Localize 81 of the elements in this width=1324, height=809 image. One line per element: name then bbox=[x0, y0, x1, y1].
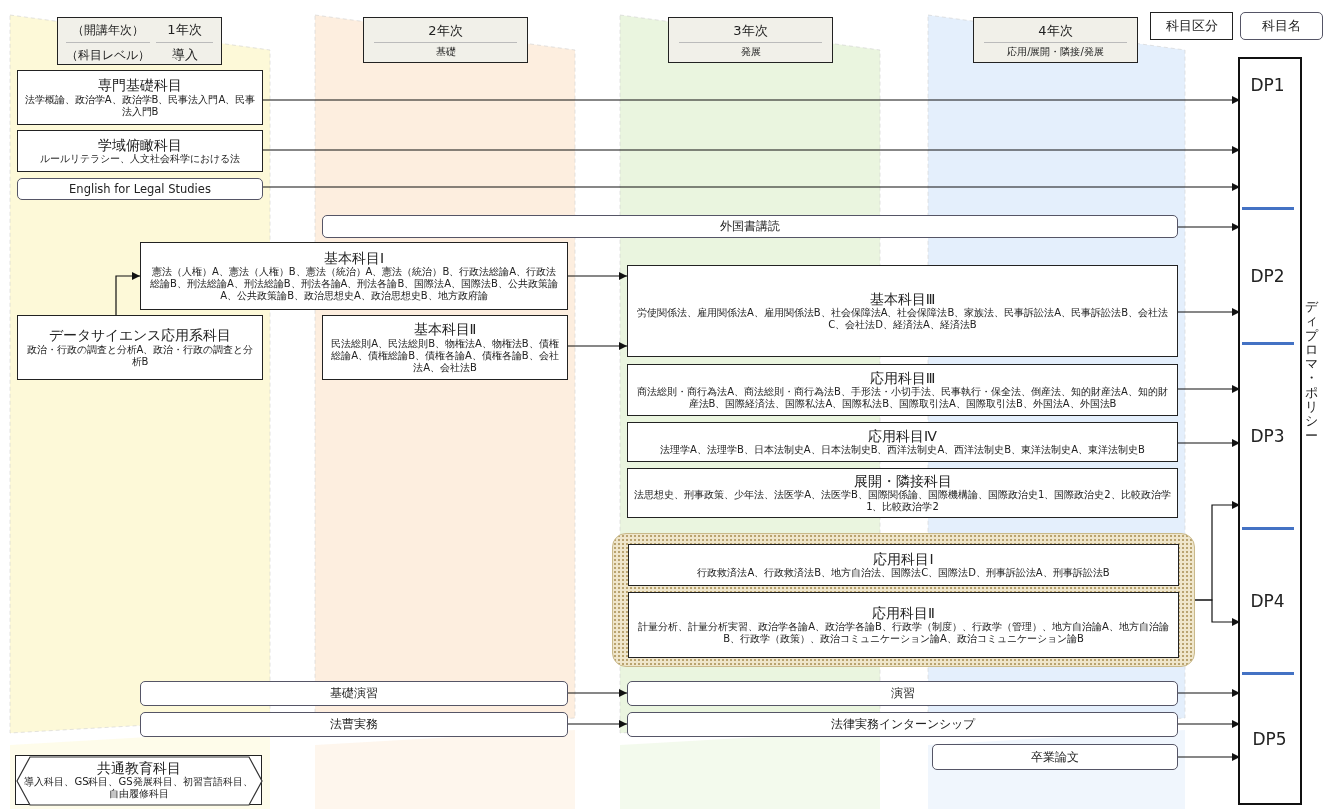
heading-box bbox=[1150, 12, 1233, 40]
year-text: 4年次 bbox=[983, 19, 1128, 43]
course-box bbox=[627, 422, 1178, 462]
course-name: English for Legal Studies bbox=[69, 182, 211, 196]
policy-label: DP3 bbox=[1250, 425, 1285, 446]
course-box bbox=[322, 215, 1178, 238]
course-list: 労使関係法、雇用関係法A、雇用関係法B、社会保障法A、社会保障法B、家族法、民事訴訟法A、民事訴訟法B、会社法C、会社法D、経済法A、経済法B bbox=[628, 307, 1177, 332]
year-header bbox=[363, 17, 528, 63]
course-list: 憲法（人権）A、憲法（人権）B、憲法（統治）A、憲法（統治）B、行政法総論A、行政法総論B、刑法総論A、刑法総論B、刑法各論A、刑法各論B、国際法A、国際法B、公共政策論A、公共政策論B、政治思想史A、政治思想史B、地方政府論 bbox=[141, 266, 567, 303]
category-title: 共通教育科目 bbox=[96, 759, 181, 777]
course-name: 法律実務インターンシップ bbox=[830, 717, 975, 732]
category-title: 応用科目Ⅳ bbox=[868, 427, 937, 445]
course-hexagon bbox=[15, 755, 262, 805]
course-box bbox=[17, 315, 263, 380]
course-name: 卒業論文 bbox=[1031, 749, 1079, 765]
year-level-text: 導入 bbox=[170, 46, 199, 64]
level-text: 基礎 bbox=[434, 44, 457, 59]
course-box bbox=[628, 544, 1179, 586]
course-name: 外国書講読 bbox=[720, 219, 780, 234]
policy-label: DP1 bbox=[1250, 74, 1285, 95]
year-text: 2年次 bbox=[373, 19, 518, 43]
category-title: 展開・隣接科目 bbox=[853, 472, 952, 490]
category-title: 基本科目Ⅲ bbox=[869, 290, 936, 307]
course-group-panel bbox=[612, 533, 1195, 667]
category-title: 学域俯瞰科目 bbox=[98, 136, 182, 153]
course-list: 民法総則A、民法総則B、物権法A、物権法B、債権総論A、債権総論B、債権各論A、債権各論B、会社法A、会社法B bbox=[323, 337, 567, 374]
course-box bbox=[140, 681, 568, 706]
course-box bbox=[140, 712, 568, 737]
course-name: 基礎演習 bbox=[330, 686, 378, 701]
course-list: 法理学A、法理学B、日本法制史A、日本法制史B、西洋法制史A、西洋法制史B、東洋法制史A、東洋法制史B bbox=[654, 444, 1151, 457]
year-level-text: 1年次 bbox=[156, 18, 213, 43]
course-box bbox=[140, 242, 568, 310]
course-box bbox=[17, 70, 263, 125]
policy-label: DP2 bbox=[1250, 265, 1285, 286]
course-box bbox=[17, 130, 263, 172]
year-header bbox=[668, 17, 833, 63]
course-box bbox=[627, 265, 1178, 357]
category-title: 応用科目Ⅲ bbox=[869, 369, 936, 386]
arrow bbox=[567, 720, 628, 728]
course-list: 計量分析、計量分析実習、政治学各論A、政治学各論B、行政学（制度）、行政学（管理）、地方自治論A、地方自治論B、行政学（政策）、政治コミュニケーション論A、政治コミュニケーション論B bbox=[629, 621, 1178, 646]
heading-box bbox=[1240, 12, 1323, 40]
policy-label: DP4 bbox=[1250, 590, 1285, 611]
course-list: ルールリテラシー、人文社会科学における法 bbox=[34, 153, 246, 166]
level-text: 発展 bbox=[739, 44, 762, 59]
course-box bbox=[628, 592, 1179, 658]
heading-text: 科目区分 bbox=[1165, 18, 1218, 34]
category-title: 応用科目Ⅱ bbox=[872, 604, 935, 622]
course-name: 法曹実務 bbox=[330, 717, 378, 732]
heading-text: 科目名 bbox=[1262, 18, 1301, 34]
course-box bbox=[627, 712, 1178, 737]
course-list: 行政救済法A、行政救済法B、地方自治法、国際法C、国際法D、刑事訴訟法A、刑事訴訟法B bbox=[691, 567, 1116, 580]
arrow bbox=[567, 342, 628, 350]
policy-label: DP5 bbox=[1252, 728, 1287, 749]
row-heading: （科目レベル） bbox=[66, 46, 150, 64]
vertical-label: ディプロマ・ポリシー bbox=[1305, 300, 1318, 443]
row-heading: （開講年次） bbox=[66, 18, 150, 43]
course-list: 政治・行政の調査と分析A、政治・行政の調査と分析B bbox=[18, 343, 262, 368]
year-header bbox=[973, 17, 1138, 63]
level-text: 応用/展開・隣接/発展 bbox=[1006, 44, 1105, 59]
course-group-panel bbox=[1238, 57, 1302, 805]
course-name: 演習 bbox=[890, 686, 915, 701]
course-box bbox=[322, 315, 568, 380]
course-list: 商法総則・商行為法A、商法総則・商行為法B、手形法・小切手法、民事執行・保全法、倒産法、知的財産法A、知的財産法B、国際経済法、国際私法A、国際私法B、国際取引法A、国際取引法B、外国法A、外国法B bbox=[628, 386, 1177, 411]
category-title: 基本科目Ⅰ bbox=[323, 249, 385, 266]
category-title: 専門基礎科目 bbox=[98, 77, 182, 94]
year-header bbox=[57, 17, 222, 65]
course-list: 法学概論、政治学A、政治学B、民事法入門A、民事法入門B bbox=[18, 93, 262, 118]
year-text: 3年次 bbox=[678, 19, 823, 43]
course-box bbox=[17, 178, 263, 200]
course-list: 導入科目、GS科目、GS発展科目、初習言語科目、自由履修科目 bbox=[16, 776, 261, 801]
arrow bbox=[115, 272, 141, 316]
course-list: 法思想史、刑事政策、少年法、法医学A、法医学B、国際関係論、国際機構論、国際政治史1、国際政治史2、比較政治学1、比較政治学2 bbox=[628, 489, 1177, 514]
category-title: データサイエンス応用系科目 bbox=[49, 327, 231, 344]
category-title: 基本科目Ⅱ bbox=[413, 321, 477, 338]
course-box bbox=[932, 744, 1178, 770]
arrow bbox=[567, 272, 628, 280]
arrow bbox=[567, 689, 628, 697]
course-box bbox=[627, 468, 1178, 518]
category-title: 応用科目Ⅰ bbox=[873, 550, 934, 568]
course-box bbox=[627, 681, 1178, 706]
course-box bbox=[627, 364, 1178, 416]
